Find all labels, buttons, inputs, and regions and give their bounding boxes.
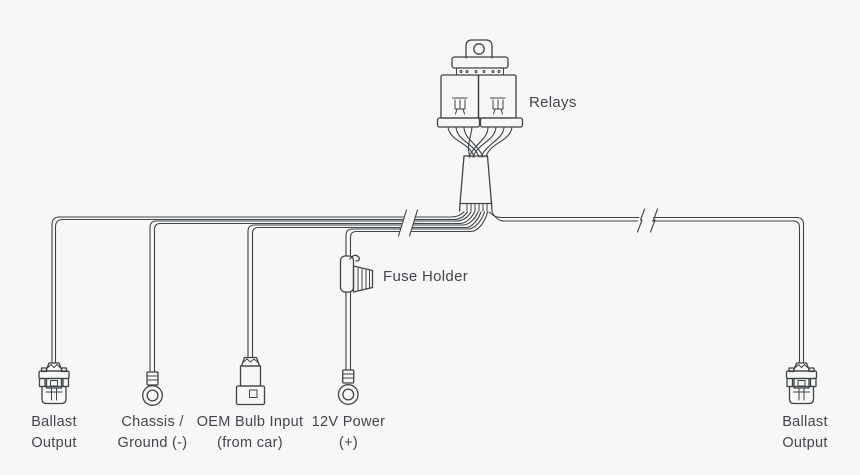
- wire-break-left: [398, 210, 418, 236]
- relay-right-icon: [479, 75, 523, 127]
- relay-rivet-plate-icon: [457, 68, 504, 75]
- relay-left-icon: [438, 75, 480, 127]
- relay-bracket-icon: [452, 57, 508, 68]
- wire-power: [346, 212, 485, 256]
- wire-ballast-left: [52, 212, 464, 363]
- power-12v-label: 12V Power (+): [311, 414, 386, 451]
- wire-ballast-left: [56, 212, 468, 363]
- ring-terminal-ground-icon: [143, 372, 163, 405]
- relay-wire-tangle: [448, 127, 512, 157]
- wire-oem-input: [248, 212, 478, 358]
- ring-terminal-power-icon: [338, 370, 358, 404]
- wire-power: [346, 292, 351, 370]
- wire-ballast-right: [492, 212, 800, 363]
- ballast-connector-right-icon: [787, 363, 817, 404]
- wire-ballast-right: [489, 212, 804, 363]
- wire-break-right: [634, 209, 658, 233]
- wire-ground: [150, 212, 471, 372]
- chassis-ground-label: Chassis / Ground (-): [117, 414, 188, 451]
- wire-ground: [155, 212, 475, 372]
- ballast-output-left-label: Ballast Output: [31, 414, 77, 451]
- ballast-connector-left-icon: [39, 363, 69, 404]
- wiring-sleeve-icon: [460, 156, 493, 211]
- ballast-output-right-label: Ballast Output: [782, 414, 828, 451]
- oem-bulb-input-label: OEM Bulb Input (from car): [196, 414, 304, 451]
- relay-mounting-tab-icon: [466, 40, 492, 58]
- fuse-holder-icon: [341, 255, 373, 292]
- relay-assembly: [438, 40, 523, 211]
- wire-power: [351, 212, 488, 256]
- relays-label: Relays: [529, 94, 577, 111]
- fuse-holder-label: Fuse Holder: [383, 268, 469, 285]
- oem-connector-icon: [237, 358, 265, 405]
- wire-bundle: [52, 212, 804, 372]
- wire-oem-input: [253, 212, 482, 358]
